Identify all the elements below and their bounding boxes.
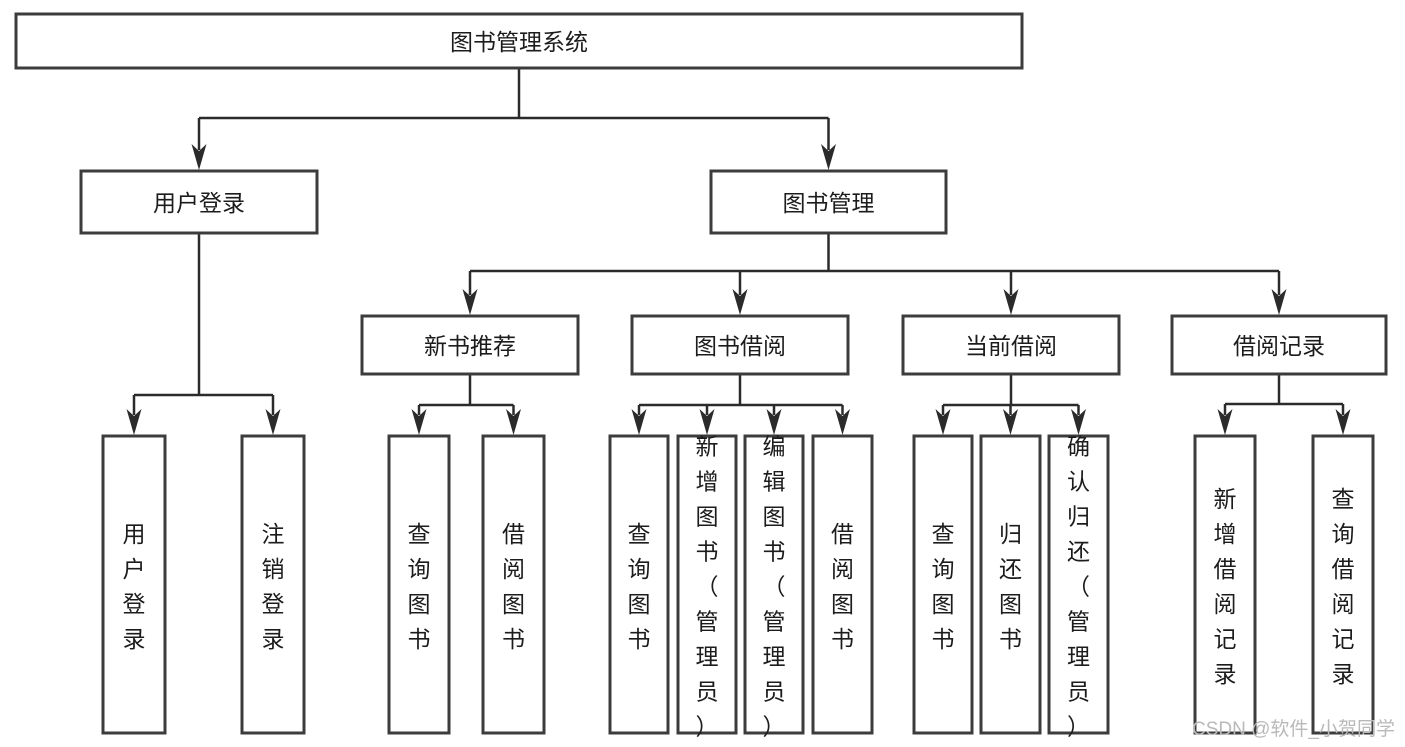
arrow-head-icon [835, 409, 850, 435]
arrow-head-icon [1335, 409, 1351, 435]
node-leaf-add-book[interactable]: 新增图书（管理员） [676, 433, 738, 739]
arrow-head-icon [1271, 289, 1287, 315]
node-box [979, 434, 1042, 735]
node-label: 新增图书（管理员） [696, 433, 719, 739]
node-label: 新书推荐 [424, 333, 516, 359]
arrow-head-icon [1003, 409, 1018, 435]
node-box [811, 434, 874, 735]
node-box [676, 434, 738, 735]
node-box [240, 434, 306, 735]
node-book-borrow[interactable]: 图书借阅 [630, 314, 850, 376]
arrow-head-icon [732, 289, 748, 315]
node-leaf-add-record[interactable]: 新增借阅记录 [1193, 434, 1257, 735]
node-leaf-query-book-1[interactable]: 查询图书 [387, 434, 451, 735]
node-box [901, 314, 1121, 376]
node-label: 新增借阅记录 [1214, 486, 1237, 687]
arrow-head-icon [1071, 409, 1086, 435]
node-label: 查询图书 [932, 521, 955, 652]
node-label: 当前借阅 [965, 333, 1057, 359]
node-label: 借阅记录 [1233, 333, 1325, 359]
arrow-head-icon [699, 409, 715, 435]
arrow-head-icon [191, 144, 207, 170]
arrow-head-icon [462, 289, 478, 315]
arrow-head-icon [631, 409, 647, 435]
arrow-head-icon [1217, 409, 1233, 435]
arrow-head-icon [766, 409, 782, 435]
node-book-manage[interactable]: 图书管理 [709, 169, 948, 235]
node-box [79, 169, 319, 235]
node-label: 确认归还（管理员） [1067, 433, 1090, 739]
arrow-head-icon [126, 409, 142, 435]
arrow-head-icon [821, 144, 836, 170]
node-new-book-recommend[interactable]: 新书推荐 [360, 314, 580, 376]
arrow-head-icon [935, 409, 951, 435]
node-root[interactable]: 图书管理系统 [14, 12, 1024, 70]
node-box [912, 434, 974, 735]
node-box [709, 169, 948, 235]
node-label: 图书借阅 [694, 333, 786, 359]
connectors-layer [126, 68, 1351, 435]
node-label: 查询图书 [628, 521, 651, 652]
arrow-head-icon [265, 409, 281, 435]
node-label: 用户登录 [153, 190, 245, 216]
node-leaf-logout[interactable]: 注销登录 [240, 434, 306, 735]
node-label: 编辑图书（管理员） [763, 433, 786, 739]
node-leaf-query-record[interactable]: 查询借阅记录 [1311, 434, 1375, 735]
node-box [743, 434, 805, 735]
node-borrow-record[interactable]: 借阅记录 [1170, 314, 1388, 376]
node-leaf-borrow-book-2[interactable]: 借阅图书 [811, 434, 874, 735]
node-label: 注销登录 [262, 521, 285, 652]
node-label: 图书管理系统 [450, 29, 588, 55]
node-label: 归还图书 [999, 521, 1022, 652]
csdn-watermark: CSDN @软件_小贺同学 [1192, 719, 1395, 740]
node-box [387, 434, 451, 735]
node-label: 查询图书 [408, 521, 431, 652]
node-box [608, 434, 670, 735]
node-leaf-query-book-3[interactable]: 查询图书 [912, 434, 974, 735]
arrow-head-icon [506, 409, 521, 435]
node-box [101, 434, 167, 735]
node-leaf-confirm-return[interactable]: 确认归还（管理员） [1047, 433, 1110, 739]
node-leaf-borrow-book-1[interactable]: 借阅图书 [481, 434, 546, 735]
node-label: 查询借阅记录 [1332, 486, 1355, 687]
node-label: 用户登录 [123, 521, 146, 652]
node-box [481, 434, 546, 735]
node-label: 借阅图书 [502, 521, 525, 652]
node-box [1311, 434, 1375, 735]
node-leaf-user-login[interactable]: 用户登录 [101, 434, 167, 735]
node-box [360, 314, 580, 376]
node-box [1193, 434, 1257, 735]
node-box [14, 12, 1024, 70]
node-box [630, 314, 850, 376]
node-current-borrow[interactable]: 当前借阅 [901, 314, 1121, 376]
arrow-head-icon [411, 409, 427, 435]
node-leaf-return-book[interactable]: 归还图书 [979, 434, 1042, 735]
arrow-head-icon [1003, 289, 1019, 315]
node-user-login[interactable]: 用户登录 [79, 169, 319, 235]
nodes-layer: 图书管理系统用户登录图书管理新书推荐图书借阅当前借阅借阅记录用户登录注销登录查询… [14, 12, 1388, 739]
node-box [1047, 434, 1110, 735]
node-label: 借阅图书 [831, 521, 854, 652]
node-box [1170, 314, 1388, 376]
node-leaf-edit-book[interactable]: 编辑图书（管理员） [743, 433, 805, 739]
node-label: 图书管理 [783, 190, 875, 216]
node-leaf-query-book-2[interactable]: 查询图书 [608, 434, 670, 735]
